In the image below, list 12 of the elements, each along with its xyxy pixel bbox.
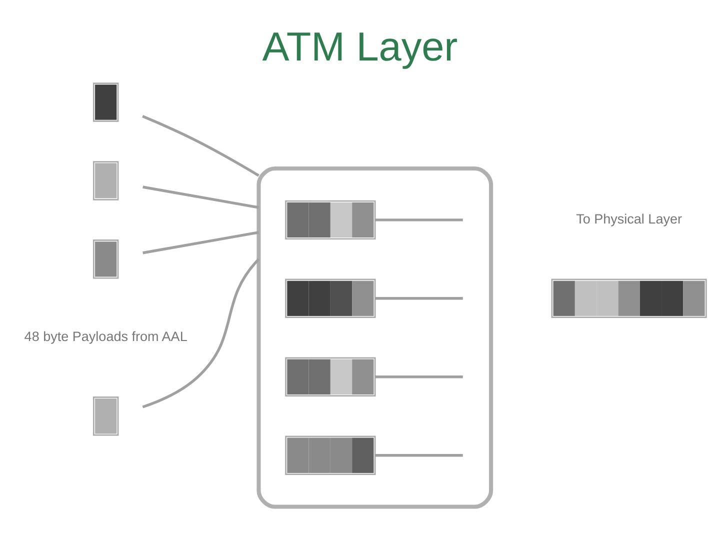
- label: 48 byte Payloads from AAL: [24, 329, 188, 344]
- connector: [375, 454, 463, 457]
- connector: [142, 186, 259, 209]
- connector: [375, 297, 463, 300]
- connector: [142, 258, 260, 408]
- connector: [142, 231, 259, 254]
- cluster: [256, 166, 494, 509]
- connector: [375, 218, 463, 222]
- connector: [375, 376, 463, 378]
- connector: [142, 115, 260, 177]
- diagram-title: ATM Layer: [262, 23, 458, 70]
- label: To Physical Layer: [576, 211, 682, 226]
